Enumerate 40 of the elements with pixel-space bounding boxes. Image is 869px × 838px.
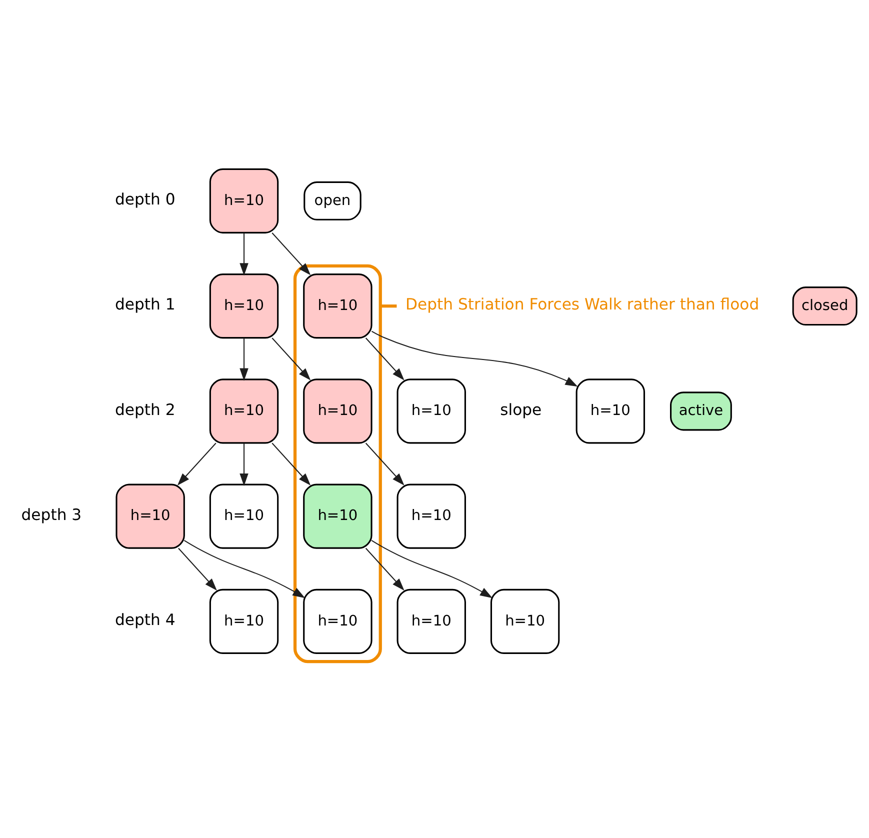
- arrow: [365, 337, 404, 380]
- node-box: h=10: [209, 168, 279, 233]
- arrow: [240, 232, 248, 276]
- arrow: [177, 442, 216, 486]
- arrow: [371, 330, 578, 386]
- node-box: h=10: [396, 378, 466, 444]
- node-text: Depth Striation Forces Walk rather than flood: [405, 295, 760, 314]
- node-box: h=10: [209, 273, 279, 338]
- arrow: [365, 442, 404, 486]
- arrow: [272, 232, 311, 275]
- node-box: h=10: [303, 273, 372, 338]
- node-box: h=10: [116, 483, 185, 548]
- arrow: [371, 540, 493, 598]
- node-box: h=10: [490, 588, 560, 654]
- label: depth 4: [114, 610, 176, 629]
- label: depth 2: [114, 400, 176, 418]
- legend-label: active: [678, 402, 724, 419]
- node-box: h=10: [576, 378, 646, 444]
- legend-label: closed: [801, 296, 848, 314]
- node-box: h=10: [209, 378, 279, 444]
- label: depth 3: [21, 505, 82, 524]
- node-box: h=10: [209, 483, 279, 548]
- label: depth 1: [114, 295, 176, 314]
- node-box: h=10: [303, 588, 372, 654]
- legend-label: open: [314, 191, 351, 208]
- node-box: h=10: [396, 483, 466, 548]
- node-box: h=10: [209, 588, 279, 654]
- arrow: [272, 442, 311, 486]
- arrow: [178, 547, 217, 590]
- label: depth 0: [114, 190, 176, 208]
- arrow: [240, 442, 248, 486]
- arrow: [240, 338, 248, 380]
- arrow: [272, 337, 311, 380]
- node-box: h=10: [303, 483, 372, 548]
- connector: [380, 304, 397, 308]
- node-box: h=10: [396, 588, 466, 654]
- arrow: [184, 540, 306, 598]
- arrow: [365, 547, 404, 590]
- label: slope: [500, 400, 542, 418]
- node-box: h=10: [303, 378, 372, 444]
